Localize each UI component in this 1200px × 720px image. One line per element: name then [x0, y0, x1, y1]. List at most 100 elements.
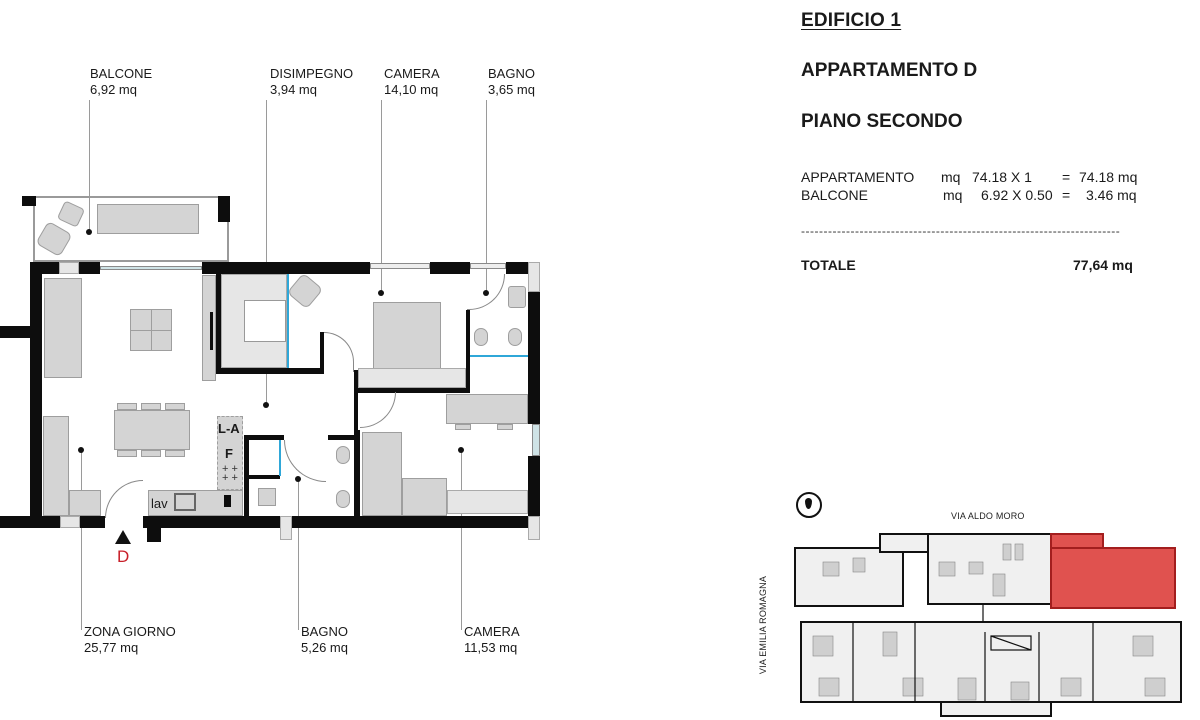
room-name: BALCONE: [90, 66, 153, 81]
room-name: CAMERA: [384, 66, 440, 81]
laundry-tag: L-A: [218, 421, 240, 436]
shower-glass: [470, 355, 528, 357]
wall-south: [80, 516, 105, 528]
single-bed: [362, 432, 402, 516]
area-row-label: APPARTAMENTO: [801, 169, 915, 185]
window: [370, 263, 430, 269]
shower-glass: [279, 440, 281, 476]
apartment-title: APPARTAMENTO D: [801, 60, 978, 81]
area-row-expr: 74.18 X 1: [972, 169, 1032, 185]
room-area: 6,92 mq: [90, 82, 137, 97]
wall-north: [430, 262, 470, 274]
dining-chair: [165, 403, 185, 410]
toilet: [474, 328, 488, 346]
bath-sink: [508, 286, 526, 308]
dining-chair: [117, 403, 137, 410]
dining-chair: [117, 450, 137, 457]
north-arrow-icon: [796, 492, 822, 518]
bedroom2-door-swing[interactable]: [360, 392, 396, 428]
balcony-post: [22, 196, 36, 206]
wall-stub: [147, 528, 161, 542]
wall-partition: [354, 430, 360, 516]
bidet: [508, 328, 522, 346]
separator-line: ----------------------------------------…: [801, 224, 1121, 238]
room-name: DISIMPEGNO: [270, 66, 354, 81]
wall-bedroom: [358, 388, 468, 393]
room-marker-dot: [458, 447, 464, 453]
room-marker-dot: [86, 229, 92, 235]
balcony-outline: [33, 196, 229, 262]
wall-closet: [216, 274, 221, 374]
dining-chair: [141, 450, 161, 457]
room-area: 3,65 mq: [488, 82, 535, 97]
area-row-label: BALCONE: [801, 187, 868, 203]
bath2-sink: [258, 488, 276, 506]
tv: [210, 312, 213, 350]
desk-chair: [455, 424, 471, 430]
wall-west: [30, 262, 42, 524]
window: [470, 263, 506, 269]
bidet: [336, 490, 350, 508]
leader-line: [89, 100, 90, 232]
area-row-result: 3.46 mq: [1086, 187, 1137, 203]
bedroom-door-swing[interactable]: [324, 332, 354, 372]
bed-footboard: [358, 368, 466, 388]
kitchen-hood: [224, 495, 231, 507]
window: [59, 262, 79, 274]
leader-line: [81, 450, 82, 630]
wall-bath: [466, 310, 470, 393]
room-area: 25,77 mq: [84, 640, 139, 655]
room-label-camera-1: CAMERA 14,10 mq: [384, 66, 440, 98]
wall-north: [80, 262, 100, 274]
facade-pillar: [528, 516, 540, 540]
wall-east: [528, 456, 540, 516]
desk: [446, 394, 528, 424]
wall-closet: [216, 368, 322, 374]
wardrobe: [447, 490, 528, 514]
wall-partition: [320, 332, 324, 374]
window: [60, 516, 80, 528]
room-label-zona-giorno: ZONA GIORNO 25,77 mq: [84, 624, 176, 656]
wall-bath2: [244, 435, 284, 440]
total-label: TOTALE: [801, 257, 856, 273]
street-label-top: VIA ALDO MORO: [951, 511, 1025, 521]
closet-glass: [287, 274, 289, 368]
room-area: 5,26 mq: [301, 640, 348, 655]
area-row-result: 74.18 mq: [1079, 169, 1138, 185]
area-row-expr: 6.92 X 0.50: [981, 187, 1053, 203]
sliding-door[interactable]: [100, 266, 202, 270]
room-name: CAMERA: [464, 624, 520, 639]
dining-chair: [165, 450, 185, 457]
bath-door-swing[interactable]: [467, 274, 505, 310]
entrance-door-swing[interactable]: [105, 480, 143, 518]
wall-north: [506, 262, 528, 274]
room-label-bagno-1: BAGNO 3,65 mq: [488, 66, 535, 98]
balcony-table: [97, 204, 199, 234]
bath2-door-swing[interactable]: [284, 440, 326, 482]
room-marker-dot: [378, 290, 384, 296]
street-label-left: VIA EMILIA ROMAGNA: [758, 575, 768, 675]
bedroom-armchair: [286, 272, 324, 310]
dining-chair: [141, 403, 161, 410]
wall-bath2: [244, 475, 280, 479]
dining-table: [114, 410, 190, 450]
area-row-unit: mq: [941, 169, 961, 185]
wall-stub: [0, 326, 30, 338]
entrance-tag: D: [117, 547, 130, 566]
entrance-arrow-icon: [115, 530, 131, 544]
leader-line: [461, 450, 462, 630]
room-name: ZONA GIORNO: [84, 624, 176, 639]
coffee-table: [130, 309, 172, 351]
leader-line: [266, 100, 267, 405]
fridge-tag: F: [225, 446, 233, 461]
leader-line: [381, 100, 382, 293]
room-marker-dot: [78, 447, 84, 453]
wall-south: [0, 516, 60, 528]
closet-island: [244, 300, 286, 342]
room-area: 11,53 mq: [464, 640, 518, 655]
wall-east: [528, 292, 540, 424]
area-row-eq: =: [1062, 169, 1071, 185]
room-marker-dot: [263, 402, 269, 408]
wall-south: [143, 516, 280, 528]
desk-chair: [497, 424, 513, 430]
